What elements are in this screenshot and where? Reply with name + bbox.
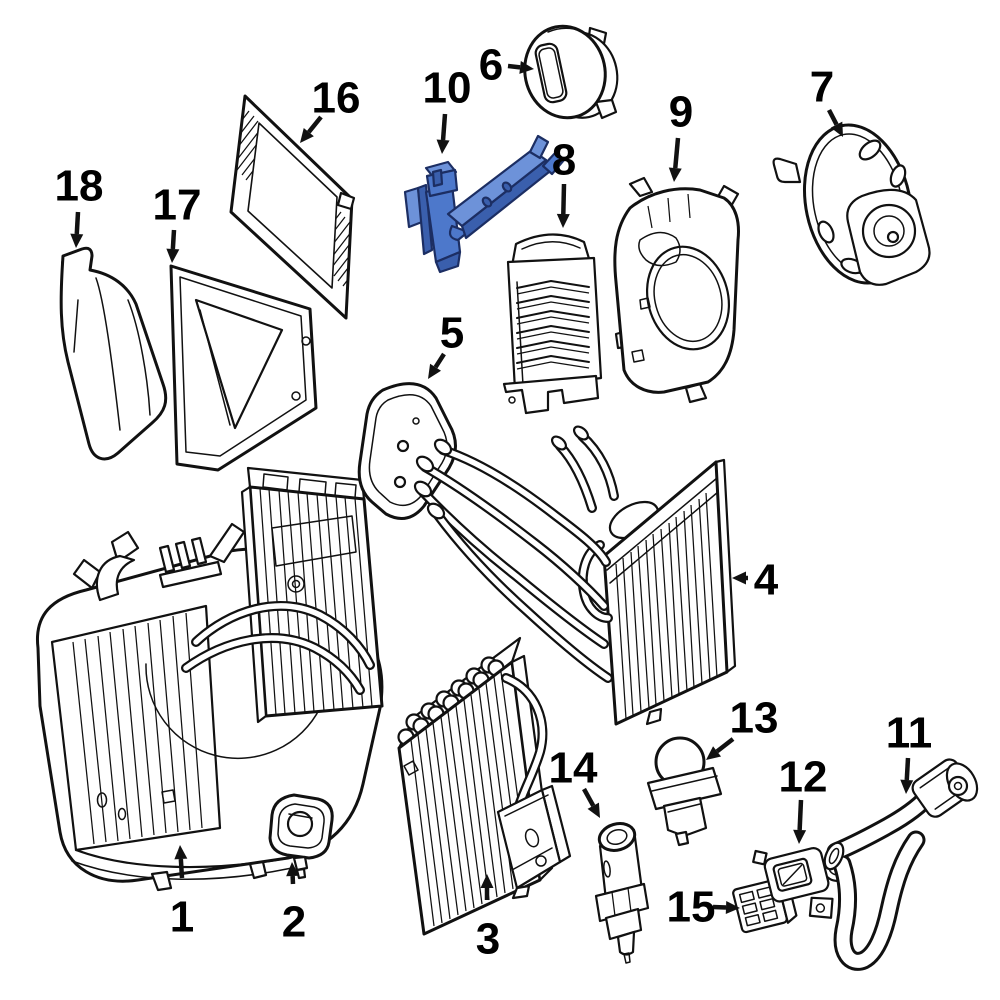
callout-arrow-head bbox=[830, 121, 843, 137]
callout-arrow-shaft bbox=[178, 858, 185, 879]
callout-number-10: 10 bbox=[423, 63, 472, 112]
part-case-frame bbox=[169, 264, 318, 472]
callout-arrow-head bbox=[70, 233, 84, 248]
callout-3: 3 bbox=[476, 874, 500, 963]
callout-12: 12 bbox=[779, 752, 828, 844]
callout-arrow-head bbox=[900, 779, 914, 794]
callout-number-17: 17 bbox=[153, 180, 202, 229]
callout-number-3: 3 bbox=[476, 914, 500, 963]
callout-arrow-head bbox=[428, 363, 442, 379]
heater-core-tubes bbox=[413, 425, 619, 683]
callout-15: 15 bbox=[667, 882, 740, 931]
callout-arrow-head bbox=[587, 802, 600, 818]
resistor-fins bbox=[516, 280, 590, 364]
callout-4: 4 bbox=[732, 555, 779, 604]
callout-arrow-shaft bbox=[74, 211, 81, 235]
part-seal-gasket bbox=[357, 382, 457, 520]
callout-arrow-head bbox=[725, 900, 740, 914]
callout-number-4: 4 bbox=[754, 555, 779, 604]
callout-number-13: 13 bbox=[730, 693, 779, 742]
callout-11: 11 bbox=[886, 708, 933, 794]
callout-arrow-head bbox=[174, 845, 188, 860]
callout-arrow-shaft bbox=[507, 63, 521, 70]
part-retainer-clip bbox=[268, 793, 334, 880]
part-evaporator-core bbox=[397, 636, 572, 936]
part-sensor-bulb bbox=[646, 736, 723, 847]
callout-number-2: 2 bbox=[282, 897, 306, 946]
callout-number-9: 9 bbox=[669, 87, 693, 136]
callout-2: 2 bbox=[282, 862, 306, 946]
callout-number-16: 16 bbox=[312, 73, 361, 122]
shroud-opening bbox=[645, 245, 731, 351]
callout-arrow-head bbox=[519, 60, 534, 74]
callout-arrow-shaft bbox=[904, 757, 911, 781]
callout-arrow-head bbox=[668, 167, 682, 182]
callout-arrow-shaft bbox=[827, 108, 839, 126]
callout-number-14: 14 bbox=[549, 743, 598, 792]
callout-arrow-shaft bbox=[715, 737, 735, 754]
callout-arrow-shaft bbox=[440, 113, 448, 141]
callout-number-5: 5 bbox=[440, 308, 464, 357]
blower-vent-slats bbox=[72, 612, 203, 845]
callout-9: 9 bbox=[669, 87, 693, 182]
callout-16: 16 bbox=[300, 73, 360, 143]
diagram-artwork bbox=[35, 24, 979, 971]
callout-arrow-head bbox=[793, 829, 807, 844]
part-mounting-bracket-highlighted bbox=[403, 134, 566, 274]
callout-arrow-shaft bbox=[582, 787, 596, 807]
callout-arrow-shaft bbox=[307, 115, 323, 134]
part-fan-shroud bbox=[613, 176, 740, 404]
callout-5: 5 bbox=[428, 308, 464, 379]
callout-arrow-head bbox=[300, 128, 314, 143]
callout-arrow-head bbox=[436, 139, 450, 154]
callout-arrow-shaft bbox=[673, 137, 681, 169]
callout-arrow-head bbox=[166, 248, 180, 263]
callout-number-6: 6 bbox=[479, 40, 503, 89]
callout-arrow-shaft bbox=[797, 799, 804, 831]
callout-18: 18 bbox=[55, 161, 104, 248]
callout-7: 7 bbox=[810, 62, 843, 137]
part-filter-panel bbox=[229, 94, 356, 320]
callout-number-7: 7 bbox=[810, 62, 834, 111]
callout-arrow-head bbox=[286, 862, 300, 877]
callout-arrow-head bbox=[706, 746, 722, 760]
part-cap bbox=[523, 24, 619, 120]
part-blower-resistor bbox=[502, 233, 603, 415]
callout-number-8: 8 bbox=[552, 135, 576, 184]
callout-arrow-shaft bbox=[170, 229, 177, 250]
part-outlet-flange bbox=[752, 847, 852, 919]
callout-number-15: 15 bbox=[667, 882, 716, 931]
heater-core-fins bbox=[615, 492, 718, 720]
callout-1: 1 bbox=[170, 845, 194, 941]
callout-number-11: 11 bbox=[886, 708, 933, 757]
callout-arrow-head bbox=[732, 571, 746, 585]
motor-hub bbox=[861, 203, 917, 259]
callout-number-18: 18 bbox=[55, 161, 104, 210]
callout-arrow-head bbox=[480, 874, 494, 888]
callout-17: 17 bbox=[153, 180, 202, 263]
evaporator-fins bbox=[410, 671, 530, 927]
callout-10: 10 bbox=[423, 63, 472, 154]
callout-8: 8 bbox=[552, 135, 576, 228]
callout-13: 13 bbox=[706, 693, 778, 760]
part-blower-motor bbox=[772, 123, 931, 286]
part-air-duct bbox=[59, 246, 168, 461]
part-heater-hose bbox=[823, 758, 979, 971]
evaporator-serpentine-top bbox=[397, 656, 505, 746]
part-temperature-switch bbox=[594, 822, 650, 964]
callout-number-12: 12 bbox=[779, 752, 828, 801]
callout-6: 6 bbox=[479, 40, 534, 89]
callout-arrow-shaft bbox=[561, 183, 567, 215]
callout-arrow-head bbox=[556, 213, 570, 228]
callout-number-1: 1 bbox=[170, 892, 194, 941]
part-heater-core bbox=[413, 425, 737, 726]
callout-arrow-shaft bbox=[433, 352, 446, 369]
callout-14: 14 bbox=[549, 743, 600, 818]
